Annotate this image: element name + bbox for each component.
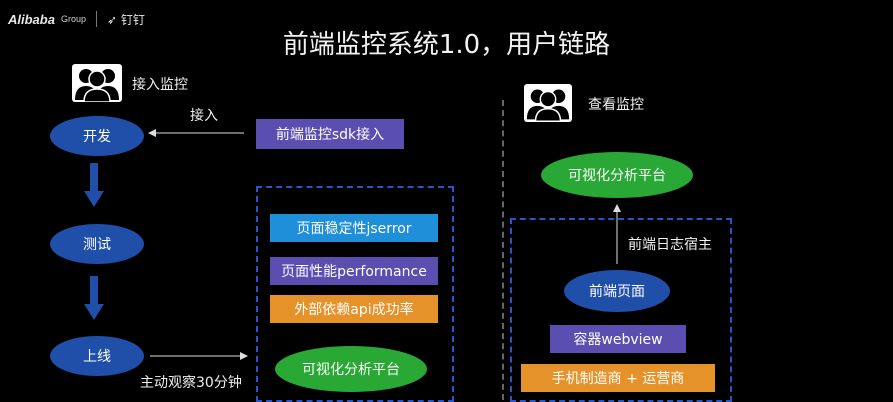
- webview-box: 容器webview: [550, 325, 686, 353]
- people-icon: [72, 64, 122, 103]
- logo: Alibaba Group ➶ 钉钉: [8, 8, 145, 30]
- logo-separator: [95, 11, 97, 27]
- metric-stability: 页面稳定性jserror: [270, 214, 438, 242]
- step-develop: 开发: [50, 116, 144, 156]
- metric-performance: 页面性能performance: [270, 257, 438, 285]
- arrow-connect: [148, 129, 244, 137]
- alibaba-group-text: Group: [60, 14, 86, 24]
- arrow-observe-label: 主动观察30分钟: [140, 375, 242, 391]
- sdk-box: 前端监控sdk接入: [256, 119, 404, 149]
- dingtalk-logo: ➶ 钉钉: [106, 12, 145, 27]
- left-platform: 可视化分析平台: [275, 346, 427, 392]
- metric-api: 外部依赖api成功率: [270, 295, 438, 323]
- arrow-observe: [150, 352, 248, 360]
- front-page: 前端页面: [564, 270, 670, 312]
- alibaba-logo: Alibaba: [8, 11, 55, 27]
- arrow-down-2: [84, 276, 104, 320]
- step-release: 上线: [50, 336, 144, 376]
- arrow-connect-label: 接入: [190, 108, 218, 124]
- step-test: 测试: [50, 224, 144, 264]
- vendor-box: 手机制造商 + 运营商: [521, 364, 715, 392]
- arrow-up: [613, 204, 621, 264]
- arrow-down-1: [84, 163, 104, 207]
- log-host-label: 前端日志宿主: [628, 237, 712, 253]
- dingtalk-text: 钉钉: [120, 12, 145, 27]
- divider: [502, 100, 504, 400]
- people-icon: [524, 84, 572, 122]
- page-title: 前端监控系统1.0，用户链路: [282, 30, 611, 60]
- actor-label-connect: 接入监控: [132, 77, 188, 93]
- actor-label-view: 查看监控: [588, 97, 644, 113]
- right-platform: 可视化分析平台: [541, 152, 693, 198]
